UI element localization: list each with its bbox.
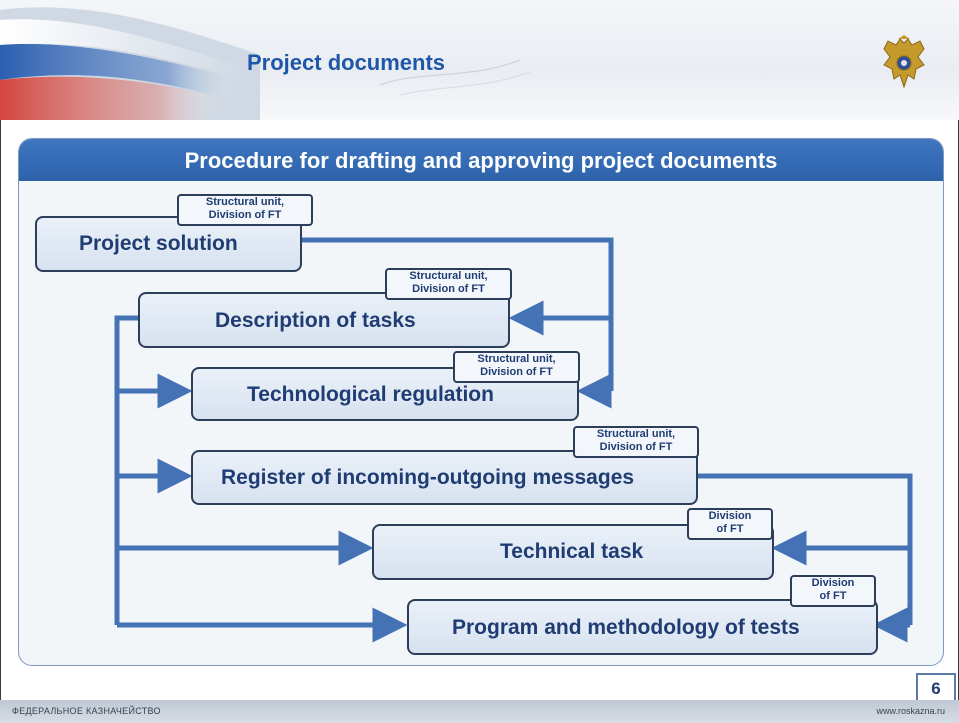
connector-solution-to-right-rail	[298, 237, 614, 391]
box-label-project-solution: Project solution	[79, 232, 238, 255]
box-label-program-methodology: Program and methodology of tests	[452, 616, 800, 639]
tag-description-of-tasks: Structural unit, Division of FT	[385, 268, 512, 300]
box-label-description-of-tasks: Description of tasks	[215, 309, 416, 332]
panel-header: Procedure for drafting and approving pro…	[19, 139, 943, 181]
box-label-register-messages: Register of incoming-outgoing messages	[221, 466, 635, 489]
panel-title: Procedure for drafting and approving pro…	[184, 148, 778, 173]
tag-line2: Division of FT	[480, 366, 553, 378]
coat-of-arms-icon	[883, 35, 925, 89]
tag-project-solution: Structural unit, Division of FT	[177, 194, 313, 226]
page-title: Project documents	[247, 50, 446, 75]
tag-line1: Structural unit,	[477, 353, 556, 365]
tag-line1: Structural unit,	[409, 270, 488, 282]
footer-website: www.roskazna.ru	[876, 706, 945, 716]
tag-technological-regulation: Structural unit, Division of FT	[453, 351, 580, 383]
footer-org-name: ФЕДЕРАЛЬНОЕ КАЗНАЧЕЙСТВО	[12, 706, 161, 716]
tag-technical-task: Division of FT	[687, 508, 773, 540]
tag-line1: Division	[811, 577, 855, 589]
flag-decoration	[0, 7, 531, 120]
tag-line2: Division of FT	[412, 283, 485, 295]
left-rail	[114, 315, 142, 625]
tag-line2: Division of FT	[599, 441, 673, 453]
header-band: Project documents	[0, 0, 959, 120]
tag-line1: Structural unit,	[596, 428, 676, 440]
box-label-technological-regulation: Technological regulation	[247, 383, 494, 406]
tag-line2: Division of FT	[208, 209, 282, 221]
box-program-methodology	[407, 599, 878, 655]
tag-register-messages: Structural unit, Division of FT	[573, 426, 699, 458]
tag-program-methodology: Division of FT	[790, 575, 876, 607]
connector-register-to-right-rail	[694, 473, 913, 625]
box-description-of-tasks	[138, 292, 510, 348]
tag-line2: of FT	[716, 523, 744, 535]
footer-band	[0, 700, 959, 723]
tag-line1: Division	[708, 510, 752, 522]
tag-line2: of FT	[819, 590, 847, 602]
tag-line1: Structural unit,	[205, 196, 285, 208]
box-label-technical-task: Technical task	[500, 540, 644, 563]
box-register-messages	[191, 450, 698, 505]
